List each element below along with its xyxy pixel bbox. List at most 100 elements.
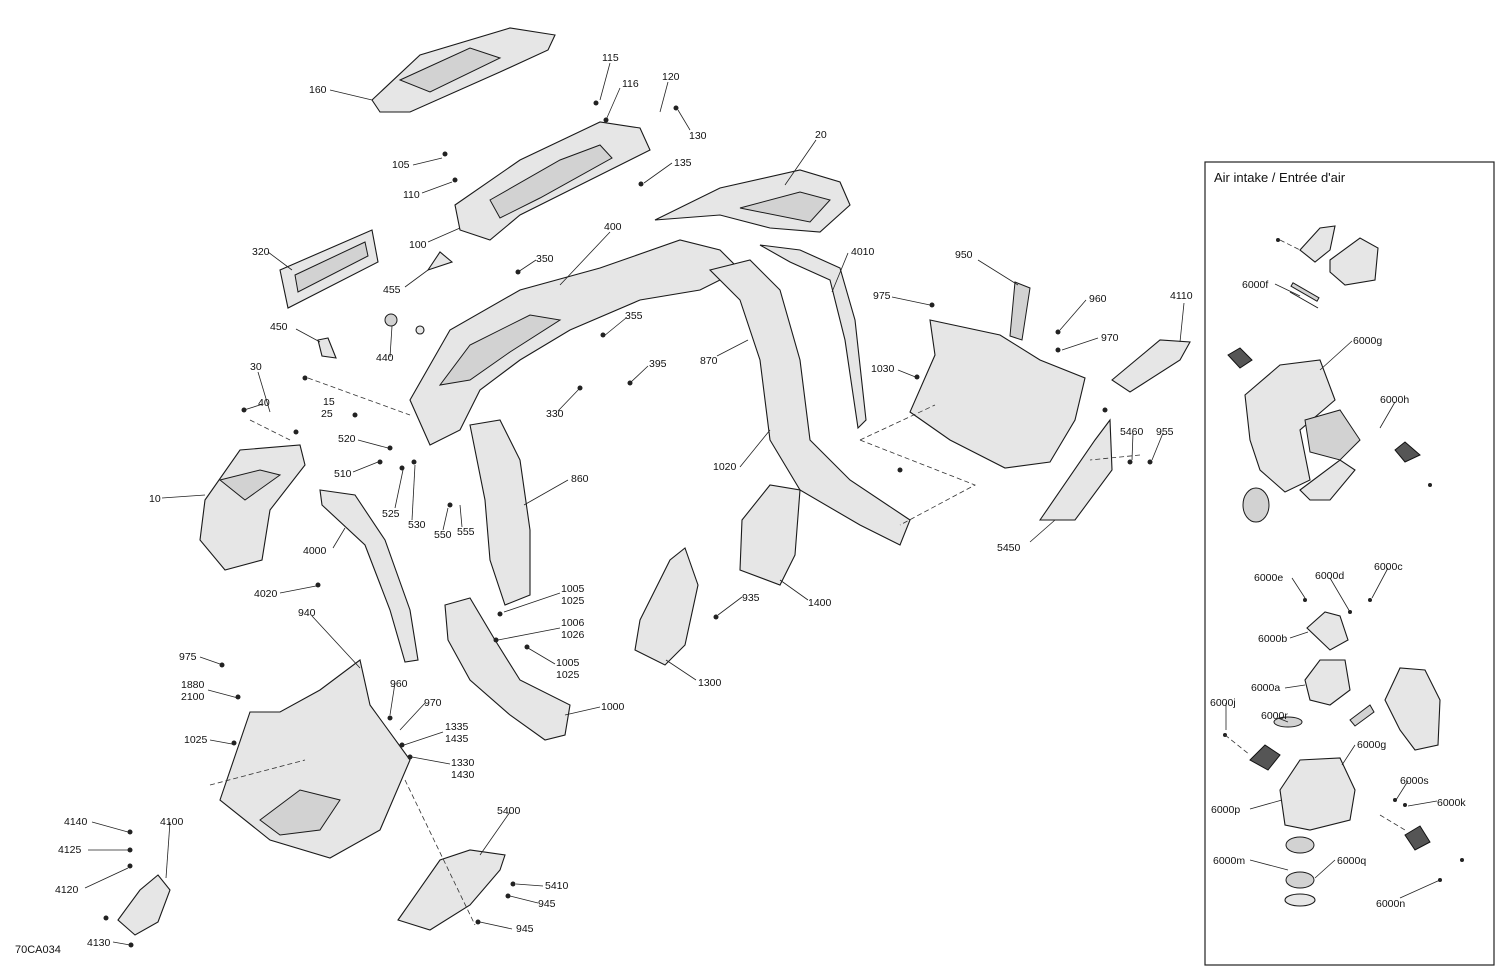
- callout-6000n: 6000n: [1376, 898, 1405, 910]
- part-6000f-cap: [1299, 225, 1336, 263]
- callout-5450: 5450: [997, 542, 1021, 554]
- callout-1005b: 1005: [556, 657, 580, 669]
- part-drawings: [117, 27, 1191, 936]
- callout-395: 395: [649, 358, 667, 370]
- callout-6000f: 6000f: [1242, 279, 1268, 291]
- assembly-lines: [209, 377, 1141, 926]
- callout-970b: 970: [424, 697, 442, 709]
- callout-1330: 1330: [451, 757, 475, 769]
- callout-1030: 1030: [871, 363, 895, 375]
- callout-975b: 975: [179, 651, 197, 663]
- inset-frame: [1204, 161, 1495, 966]
- callout-1000: 1000: [601, 701, 625, 713]
- callout-6000g2: 6000g: [1357, 739, 1386, 751]
- callout-20: 20: [815, 129, 827, 141]
- callout-440: 440: [376, 352, 394, 364]
- part-4010-strip: [759, 244, 867, 430]
- callout-160: 160: [309, 84, 327, 96]
- figure-code: 70CA034: [15, 944, 61, 956]
- part-4100-bracket: [117, 874, 171, 936]
- callout-1435: 1435: [445, 733, 469, 745]
- callout-320: 320: [252, 246, 270, 258]
- callout-6000g: 6000g: [1353, 335, 1382, 347]
- callout-6000q: 6000q: [1337, 855, 1366, 867]
- part-6000a-head: [1304, 659, 1351, 706]
- part-1300-panel: [634, 547, 699, 666]
- callout-945a: 945: [538, 898, 556, 910]
- part-10-left-cover: [199, 444, 306, 571]
- callout-6000p: 6000p: [1211, 804, 1240, 816]
- part-1400-panel: [739, 484, 801, 586]
- part-400-dash-body: [409, 239, 741, 446]
- callout-1300: 1300: [698, 677, 722, 689]
- callout-350: 350: [536, 253, 554, 265]
- callout-labels: 160 115 116 120 130 135 105 110 100 20 4…: [55, 52, 1466, 949]
- part-4110-bracket: [1111, 339, 1191, 393]
- callout-135: 135: [674, 157, 692, 169]
- callout-450: 450: [270, 321, 288, 333]
- part-5400-panel: [397, 849, 506, 931]
- part-860-leg: [469, 419, 531, 606]
- callout-1006: 1006: [561, 617, 585, 629]
- callout-6000s: 6000s: [1400, 775, 1429, 787]
- callout-4125: 4125: [58, 844, 82, 856]
- callout-970a: 970: [1101, 332, 1119, 344]
- part-940-tray: [219, 659, 411, 859]
- callout-555: 555: [457, 526, 475, 538]
- callout-15: 15: [323, 396, 335, 408]
- callout-945b: 945: [516, 923, 534, 935]
- callout-510: 510: [334, 468, 352, 480]
- part-870-arch: [708, 259, 911, 546]
- callout-130: 130: [689, 130, 707, 142]
- part-440-grommet: [384, 313, 398, 327]
- callout-6000h: 6000h: [1380, 394, 1409, 406]
- part-455-panel: [426, 251, 454, 272]
- callout-5410: 5410: [545, 880, 569, 892]
- callout-25: 25: [321, 408, 333, 420]
- callout-6000e: 6000e: [1254, 572, 1283, 584]
- callout-4110: 4110: [1170, 290, 1193, 302]
- callout-870: 870: [700, 355, 718, 367]
- callout-6000d: 6000d: [1315, 570, 1344, 582]
- callout-525: 525: [382, 508, 400, 520]
- callout-550: 550: [434, 529, 452, 541]
- callout-100: 100: [409, 239, 427, 251]
- callout-4140: 4140: [64, 816, 88, 828]
- leader-lines: [84, 62, 1441, 946]
- callout-520: 520: [338, 433, 356, 445]
- callout-400: 400: [604, 221, 622, 233]
- part-1000-step: [444, 597, 571, 741]
- callout-4100: 4100: [160, 816, 184, 828]
- callout-960a: 960: [1089, 293, 1107, 305]
- callout-1430: 1430: [451, 769, 475, 781]
- callout-940: 940: [298, 607, 316, 619]
- callout-120: 120: [662, 71, 680, 83]
- callout-6000c: 6000c: [1374, 561, 1403, 573]
- callout-6000r: 6000r: [1261, 710, 1288, 722]
- callout-4120: 4120: [55, 884, 79, 896]
- part-6000p-pipe: [1279, 757, 1356, 831]
- callout-5460: 5460: [1120, 426, 1144, 438]
- callout-1020: 1020: [713, 461, 737, 473]
- callout-6000b: 6000b: [1258, 633, 1287, 645]
- callout-115: 115: [602, 52, 619, 64]
- callout-110: 110: [403, 189, 420, 201]
- callout-1400: 1400: [808, 597, 832, 609]
- callout-2100: 2100: [181, 691, 205, 703]
- callout-355: 355: [625, 310, 643, 322]
- part-6000g-manifold: [1244, 359, 1336, 493]
- callout-530: 530: [408, 519, 426, 531]
- callout-950: 950: [955, 249, 973, 261]
- callout-6000j: 6000j: [1210, 697, 1236, 709]
- callout-4130: 4130: [87, 937, 111, 949]
- callout-30: 30: [250, 361, 262, 373]
- callout-4000: 4000: [303, 545, 327, 557]
- part-5450-panel: [1038, 418, 1113, 521]
- part-4000-strip: [319, 489, 419, 663]
- callout-330: 330: [546, 408, 564, 420]
- callout-1335: 1335: [445, 721, 469, 733]
- callout-1005a: 1005: [561, 583, 585, 595]
- callout-10: 10: [149, 493, 161, 505]
- part-950-tray: [909, 319, 1086, 469]
